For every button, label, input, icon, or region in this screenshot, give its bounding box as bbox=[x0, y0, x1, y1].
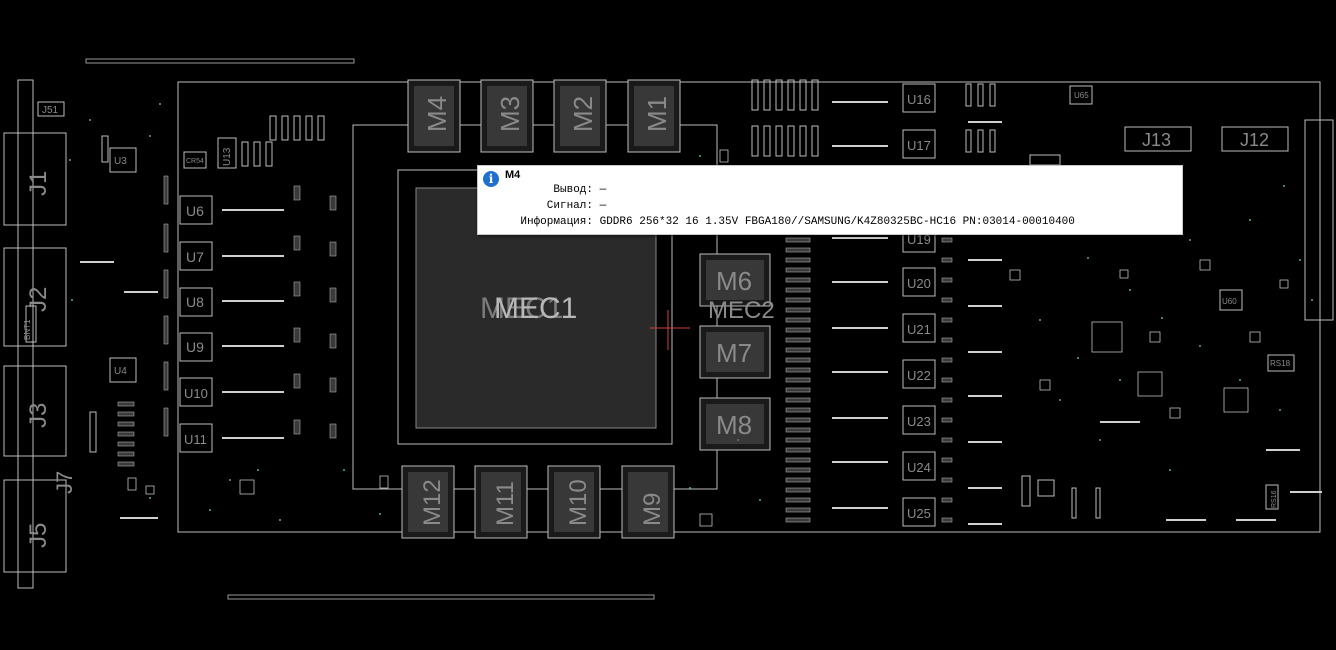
gpu-label-1: MEC1 bbox=[480, 292, 563, 325]
memory-chip-m3-label[interactable]: M3 bbox=[495, 96, 525, 132]
tooltip-title: M4 bbox=[505, 169, 521, 181]
memory-chip-m6-label[interactable]: M6 bbox=[716, 266, 752, 296]
memory-chip-m8-label[interactable]: M8 bbox=[716, 410, 752, 440]
tooltip-key: Сигнал: bbox=[546, 200, 593, 212]
info-icon: i bbox=[483, 171, 499, 187]
tooltip-value: — bbox=[599, 200, 607, 212]
regulator-u20-label[interactable]: U20 bbox=[907, 276, 931, 291]
label-rs16: RS16 bbox=[1271, 490, 1278, 508]
connector-j2-label[interactable]: J2 bbox=[25, 287, 52, 312]
memory-chip-m4-label[interactable]: M4 bbox=[422, 96, 452, 132]
label-j51: J51 bbox=[42, 105, 59, 116]
regulator-u8-label[interactable]: U8 bbox=[186, 294, 204, 310]
label-cr54: CR54 bbox=[186, 158, 204, 165]
tooltip-key: Информация: bbox=[520, 216, 593, 228]
connector-j5-label[interactable]: J5 bbox=[25, 523, 52, 548]
label-u3: U3 bbox=[114, 156, 127, 167]
regulator-u17-label[interactable]: U17 bbox=[907, 138, 931, 153]
regulator-u25-label[interactable]: U25 bbox=[907, 506, 931, 521]
label-bnt1: BNT1 bbox=[23, 319, 32, 340]
regulator-u21-label[interactable]: U21 bbox=[907, 322, 931, 337]
label-u4: U4 bbox=[114, 366, 127, 377]
tooltip-value: — bbox=[599, 184, 607, 196]
regulator-u23-label[interactable]: U23 bbox=[907, 414, 931, 429]
connector-j7-label[interactable]: J7 bbox=[52, 471, 77, 494]
memory-chip-m10-label[interactable]: M10 bbox=[565, 479, 592, 526]
tooltip-row-pin: Вывод: — bbox=[478, 184, 606, 196]
regulator-u16-label[interactable]: U16 bbox=[907, 92, 931, 107]
label-u65: U65 bbox=[1074, 91, 1089, 100]
connector-j13-label[interactable]: J13 bbox=[1142, 130, 1171, 150]
memory-chip-m12-label[interactable]: M12 bbox=[419, 479, 446, 526]
connector-j12-label[interactable]: J12 bbox=[1240, 130, 1269, 150]
memory-chip-m2-label[interactable]: M2 bbox=[568, 96, 598, 132]
component-info-tooltip: i M4 Вывод: — Сигнал: — Информация: GDDR… bbox=[477, 165, 1183, 235]
memory-chip-m1-label[interactable]: M1 bbox=[642, 96, 672, 132]
tooltip-row-signal: Сигнал: — bbox=[478, 200, 606, 212]
regulator-u11-label[interactable]: U11 bbox=[184, 432, 207, 447]
tooltip-key: Вывод: bbox=[553, 184, 593, 196]
connector-j1-label[interactable]: J1 bbox=[25, 171, 52, 196]
regulator-u10-label[interactable]: U10 bbox=[184, 386, 208, 401]
regulator-u9-label[interactable]: U9 bbox=[186, 339, 204, 355]
regulator-u19-label[interactable]: U19 bbox=[907, 232, 931, 247]
regulator-u7-label[interactable]: U7 bbox=[186, 249, 204, 265]
memory-chip-m11-label[interactable]: M11 bbox=[492, 481, 519, 526]
tooltip-value: GDDR6 256*32 16 1.35V FBGA180//SAMSUNG/K… bbox=[599, 216, 1075, 228]
connector-j3-label[interactable]: J3 bbox=[25, 403, 52, 428]
regulator-u24-label[interactable]: U24 bbox=[907, 460, 931, 475]
regulator-u6-label[interactable]: U6 bbox=[186, 203, 204, 219]
gpu-label-1-bold: MEC1 bbox=[494, 292, 577, 325]
memory-chip-m7-label[interactable]: M7 bbox=[716, 338, 752, 368]
label-u60: U60 bbox=[1222, 297, 1237, 306]
memory-chip-m9-label[interactable]: M9 bbox=[639, 493, 666, 526]
label-rs18: RS18 bbox=[1270, 359, 1291, 368]
label-u13: U13 bbox=[222, 147, 233, 166]
regulator-u22-label[interactable]: U22 bbox=[907, 368, 931, 383]
tooltip-row-info: Информация: GDDR6 256*32 16 1.35V FBGA18… bbox=[478, 216, 1075, 228]
gpu-label-2: MEC2 bbox=[708, 297, 775, 324]
